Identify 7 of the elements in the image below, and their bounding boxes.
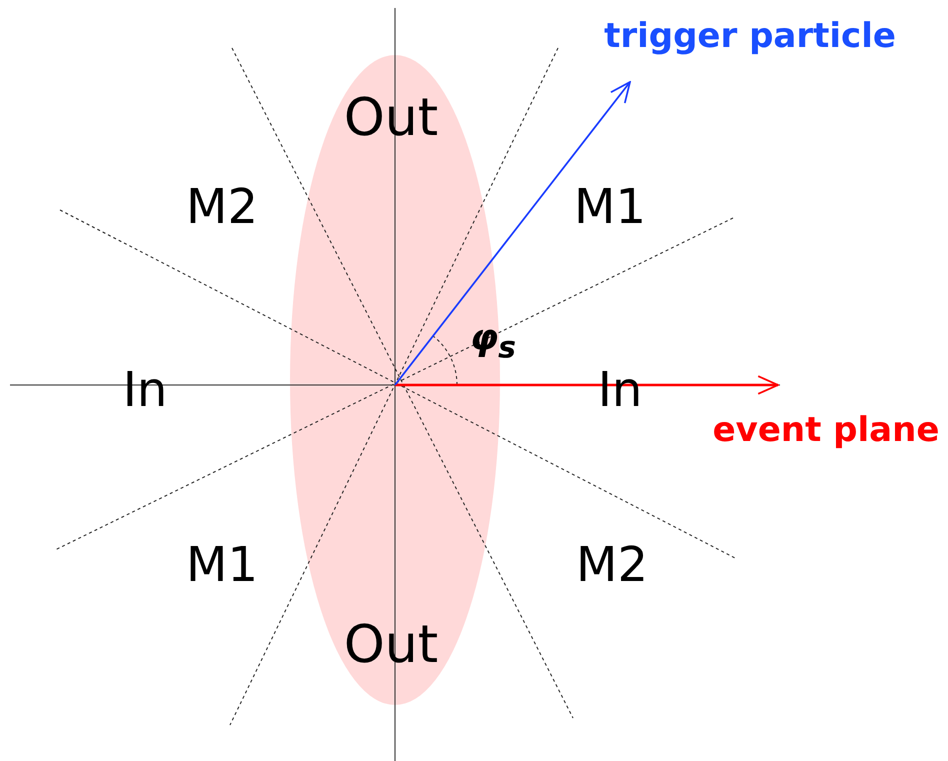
vector-label: event plane — [712, 413, 940, 447]
angle-label: φ$_{s}$ — [470, 320, 516, 364]
region-label: M1 — [186, 541, 258, 589]
vector-label: trigger particle — [604, 19, 896, 53]
region-label: M1 — [574, 183, 646, 231]
region-label: M2 — [576, 541, 648, 589]
region-label: M2 — [186, 183, 258, 231]
